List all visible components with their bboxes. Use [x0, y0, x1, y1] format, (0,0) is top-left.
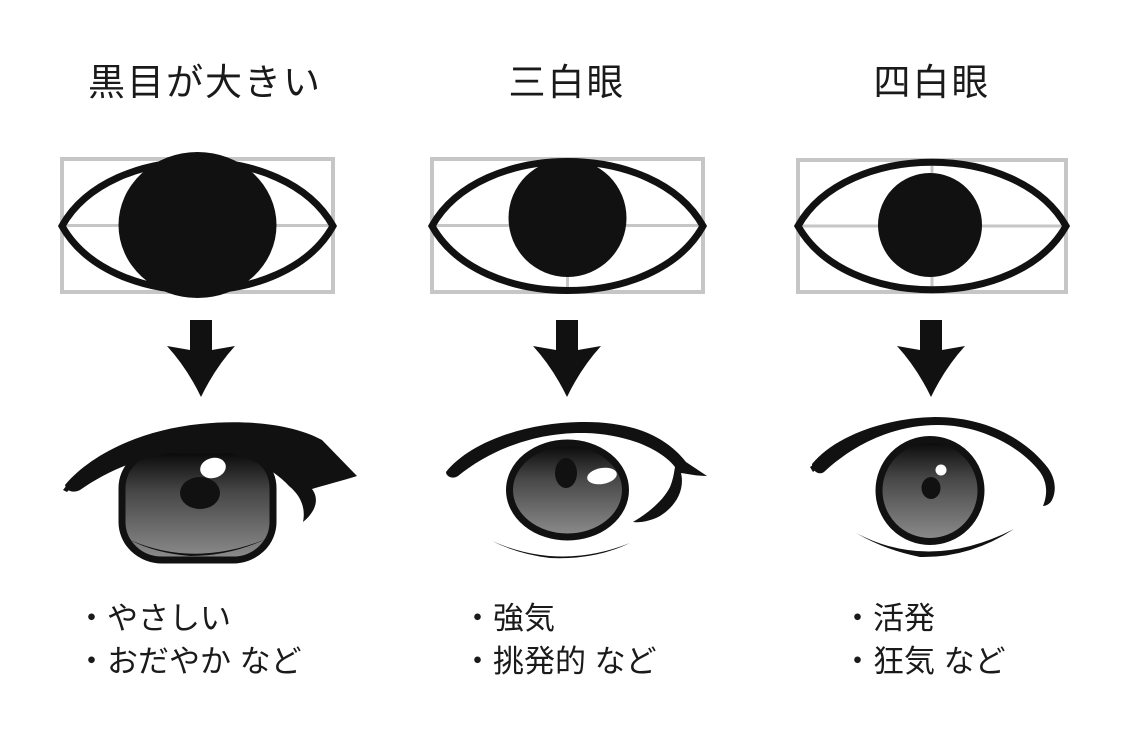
bullet: ・	[76, 644, 107, 679]
bullet: ・	[462, 601, 493, 636]
drawn-eye-large-iris	[63, 422, 357, 564]
lash-fork	[810, 457, 830, 472]
lower-lash	[130, 539, 266, 556]
upper-lash	[65, 422, 357, 522]
down-arrow-icon	[533, 320, 601, 397]
lower-lash	[856, 529, 1014, 558]
eye-highlight	[200, 457, 226, 479]
trait-label: 活発	[873, 601, 935, 636]
eye-highlight	[587, 467, 617, 485]
pupil	[555, 458, 577, 488]
trait-label: 強気	[493, 601, 555, 636]
trait-item: ・活発	[842, 597, 1006, 640]
trait-list-shihaku: ・活発 ・狂気 など	[842, 597, 1006, 683]
drawn-eye-sanpaku	[446, 421, 707, 559]
trait-list-sanpaku: ・強気 ・挑発的 など	[462, 597, 657, 683]
bullet: ・	[842, 601, 873, 636]
column-title-large-iris: 黒目が大きい	[88, 62, 322, 103]
down-arrow-icon	[897, 320, 965, 397]
bullet: ・	[76, 601, 107, 636]
schematic-shihaku	[793, 158, 1071, 294]
schematic-eye-outline	[427, 158, 708, 294]
eye-highlight	[935, 464, 947, 476]
lower-lash	[492, 541, 630, 559]
bullet: ・	[842, 644, 873, 679]
trait-label: おだやか など	[107, 644, 302, 679]
column-title-sanpaku: 三白眼	[508, 62, 626, 103]
column-title-shihaku: 四白眼	[873, 62, 991, 103]
schematic-iris-centered	[878, 173, 982, 277]
lash-fork	[63, 473, 84, 492]
trait-item: ・おだやか など	[76, 640, 302, 683]
down-arrow-icon	[167, 320, 235, 397]
trait-list-large-iris: ・やさしい ・おだやか など	[76, 597, 302, 683]
trait-item: ・強気	[462, 597, 657, 640]
trait-item: ・挑発的 など	[462, 640, 657, 683]
iris	[506, 439, 629, 541]
pupil	[180, 477, 220, 509]
upper-lash	[812, 417, 1055, 506]
schematic-eye-outline	[793, 158, 1071, 294]
trait-label: やさしい	[107, 601, 231, 636]
bullet: ・	[462, 644, 493, 679]
pupil	[921, 477, 941, 499]
schematic-iris-high	[508, 159, 627, 277]
schematic-sanpaku	[427, 157, 708, 294]
schematic-large-iris	[57, 152, 338, 298]
trait-item: ・狂気 など	[842, 640, 1006, 683]
schematic-eye-outline	[57, 158, 338, 294]
schematic-iris-large	[118, 152, 277, 298]
trait-label: 挑発的 など	[493, 644, 657, 679]
trait-label: 狂気 など	[873, 644, 1006, 679]
trait-item: ・やさしい	[76, 597, 302, 640]
drawn-eye-shihaku	[810, 417, 1055, 558]
